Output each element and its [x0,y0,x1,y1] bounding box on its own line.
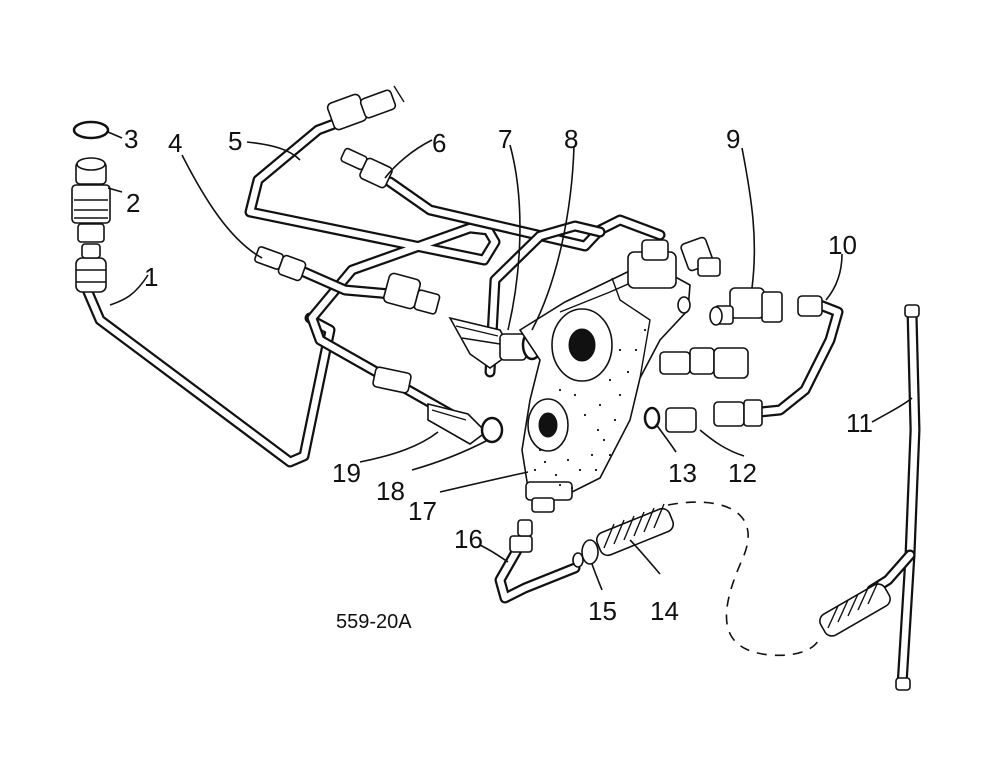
callout-18: 18 [376,476,405,506]
valve-body-stipple [533,328,647,490]
tube-11 [866,304,921,691]
fitting-10-nut [797,295,823,317]
connector-lower-left [372,366,412,394]
callout-12: 12 [728,458,757,488]
fitting-9 [709,287,783,326]
callout-15: 15 [588,596,617,626]
nut-tube-1 [75,243,107,293]
clamp-15 [572,539,599,568]
callout-4: 4 [168,128,182,158]
callout-19: 19 [332,458,361,488]
callout-7: 7 [498,124,512,154]
callout-8: 8 [564,124,578,154]
callout-10: 10 [828,230,857,260]
callout-14: 14 [650,596,679,626]
nut-left-center [382,272,441,315]
connector-6 [340,147,393,189]
leader-lines [107,131,913,591]
tube-1 [82,286,336,468]
callout-1: 1 [144,262,158,292]
fitting-top-right [680,236,721,277]
o-ring-18 [480,416,504,444]
tube-10 [754,299,844,418]
tube-inner-loop [484,220,606,378]
drawing-code: 559-20A [336,611,412,633]
dashed-hose-path [667,501,820,657]
fitting-16 [509,519,533,553]
hose-14 [595,503,675,557]
tube-4 [289,262,396,300]
callout-11: 11 [846,408,873,438]
callout-16: 16 [454,524,483,554]
fitting-12 [665,399,763,433]
callout-3: 3 [124,124,138,154]
elbow-19 [427,402,488,445]
fitting-center-right [659,347,749,379]
tube-16 [494,539,581,604]
callout-5: 5 [228,126,242,156]
callout-13: 13 [668,458,697,488]
o-ring-13 [643,406,661,430]
callout-6: 6 [432,128,446,158]
elbow-7 [448,316,527,369]
callout-2: 2 [126,188,140,218]
callout-17: 17 [408,496,437,526]
hose-lower-right [819,581,891,637]
fitting-2-elbow [71,157,111,243]
connector-4 [254,246,307,282]
valve-body-17 [518,239,691,513]
tube-5 [244,112,501,430]
nut-tube-5-top [326,85,405,131]
callout-labels: 1 2 3 4 5 6 7 8 9 10 11 12 13 14 15 16 1… [124,124,873,626]
o-ring-3 [72,120,110,140]
callout-9: 9 [726,124,740,154]
tube-6 [384,176,666,252]
